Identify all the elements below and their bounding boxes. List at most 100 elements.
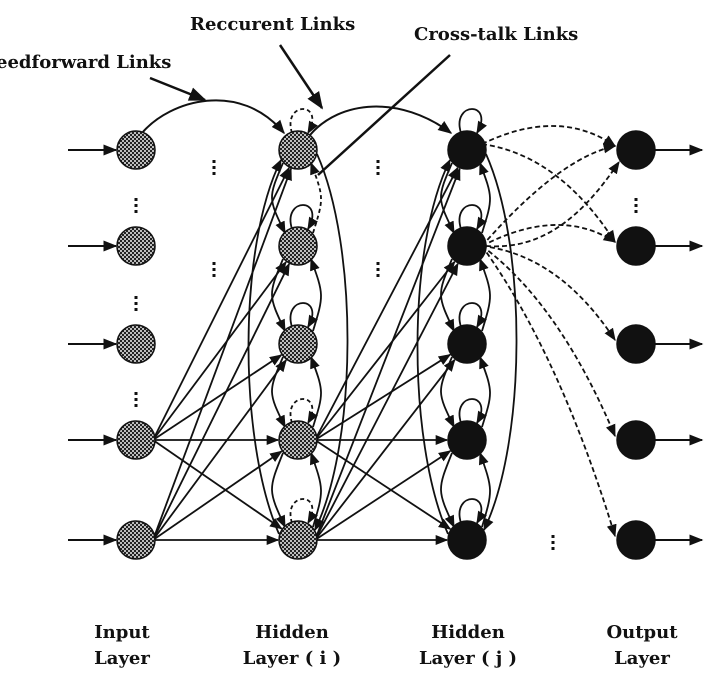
crosstalk-link-up: [310, 451, 322, 528]
feedforward-link-hidden-i-hidden-j: [314, 353, 452, 441]
input-node: [116, 226, 156, 266]
ellipsis-icon: [212, 166, 216, 169]
feedforward-link-hidden-j-output-cross: [485, 160, 620, 248]
recurrent-links-label: Reccurent Links: [190, 14, 356, 35]
ellipsis-icon: [376, 160, 380, 163]
input-layer-label-line2: Layer: [94, 648, 150, 669]
hidden-i-layer-label-line1: Hidden: [255, 622, 329, 643]
crosstalk-long-arc: [247, 158, 282, 535]
ellipsis-icon: [212, 160, 216, 163]
feedforward-link-input-hidden-i: [152, 261, 287, 441]
hidden-i-node: [278, 324, 318, 364]
recurrent-self-loop: [289, 302, 318, 329]
recurrent-self-loop: [458, 498, 487, 525]
ellipsis-icon: [134, 308, 138, 311]
output-layer-label-line2: Layer: [614, 648, 670, 669]
ellipsis-icon: [376, 268, 380, 271]
recurrent-self-loop: [458, 302, 487, 329]
feedforward-link-hidden-j-output: [481, 143, 617, 247]
ellipsis-icon: [634, 210, 638, 213]
feedforward-link-input-hidden-i: [152, 167, 292, 541]
recurrent-self-loop: [289, 204, 318, 231]
recurrent-self-loop: [458, 108, 487, 135]
feedforward-link-input-hidden-i: [152, 450, 283, 541]
crosstalk-link-up: [479, 355, 491, 428]
ellipsis-icon: [551, 541, 555, 544]
ellipsis-icon: [212, 268, 216, 271]
crosstalk-links-label: Cross-talk Links: [414, 24, 579, 45]
feedforward-link-hidden-j-output: [481, 224, 617, 247]
recurrent-self-loop: [289, 108, 318, 135]
ellipsis-icon: [376, 166, 380, 169]
hidden-j-node: [447, 520, 487, 560]
output-node: [616, 420, 656, 460]
crosstalk-link-down: [440, 452, 455, 529]
feedforward-link-curved: [141, 99, 285, 135]
crosstalk-link-down: [271, 356, 286, 429]
output-node: [616, 226, 656, 266]
hidden-j-layer-label-line2: Layer ( j ): [418, 648, 518, 669]
crosstalk-long-arc: [483, 153, 518, 532]
feedforward-link-hidden-i-hidden-j: [314, 262, 459, 541]
input-layer-label-line1: Input: [94, 622, 150, 643]
feedforward-link-input-hidden-i: [152, 166, 290, 441]
crosstalk-link-down: [271, 452, 286, 529]
feedforward-link-hidden-j-output: [481, 143, 616, 244]
ellipsis-icon: [376, 172, 380, 175]
recurrent-annotation-pointer: [278, 44, 324, 110]
ellipsis-icon: [376, 262, 380, 265]
hidden-i-node: [278, 520, 318, 560]
feedforward-link-hidden-j-output: [481, 125, 617, 147]
nodes-layer: [116, 130, 656, 560]
crosstalk-link-up: [479, 451, 491, 528]
crosstalk-long-arc: [314, 153, 349, 532]
output-node: [616, 520, 656, 560]
feedforward-link-input-hidden-i: [152, 359, 287, 541]
feedforward-link-hidden-i-hidden-j: [314, 167, 461, 541]
feedforward-links-label: eedforward Links: [0, 52, 172, 73]
crosstalk-link-down: [440, 258, 455, 333]
output-node: [616, 130, 656, 170]
crosstalk-link-up: [310, 257, 322, 332]
ellipsis-icon: [134, 296, 138, 299]
feedforward-link-hidden-i-hidden-j: [314, 260, 456, 441]
crosstalk-link-down: [440, 356, 455, 429]
hidden-j-node: [447, 226, 487, 266]
hidden-j-node: [447, 420, 487, 460]
feedforward-annotation-pointer: [149, 76, 207, 102]
ellipsis-icon: [551, 547, 555, 550]
ellipsis-icon: [134, 210, 138, 213]
ellipsis-icon: [376, 274, 380, 277]
ellipsis-icon: [134, 204, 138, 207]
output-layer-label: Output Layer: [582, 620, 702, 672]
feedforward-link-hidden-j-output: [481, 245, 617, 538]
recurrent-self-loop: [289, 398, 318, 425]
input-node: [116, 130, 156, 170]
hidden-i-layer-label: Hidden Layer ( i ): [232, 620, 352, 672]
input-node: [116, 324, 156, 364]
ellipsis-icon: [134, 392, 138, 395]
hidden-j-layer-label-line1: Hidden: [431, 622, 505, 643]
ellipsis-icon: [134, 404, 138, 407]
hidden-j-node: [447, 324, 487, 364]
ellipsis-icon: [134, 302, 138, 305]
ellipsis-icon: [212, 274, 216, 277]
hidden-j-layer-label: Hidden Layer ( j ): [408, 620, 528, 672]
ellipsis-icon: [212, 172, 216, 175]
crosstalk-link-up: [479, 161, 491, 234]
crosstalk-link-down: [271, 258, 286, 333]
crosstalk-annotation-pointer: [317, 54, 451, 176]
feedforward-link-hidden-j-output: [481, 245, 616, 438]
feedforward-link-hidden-j-output: [481, 245, 616, 342]
crosstalk-long-arc: [416, 158, 451, 535]
recurrent-self-loop: [458, 204, 487, 231]
input-node: [116, 520, 156, 560]
hidden-i-node: [278, 420, 318, 460]
output-layer-label-line1: Output: [606, 622, 678, 643]
hidden-i-node: [278, 226, 318, 266]
links-layer: [68, 44, 704, 546]
crosstalk-link-up: [310, 355, 322, 428]
hidden-i-layer-label-line2: Layer ( i ): [242, 648, 342, 669]
recurrent-self-loop: [289, 498, 318, 525]
